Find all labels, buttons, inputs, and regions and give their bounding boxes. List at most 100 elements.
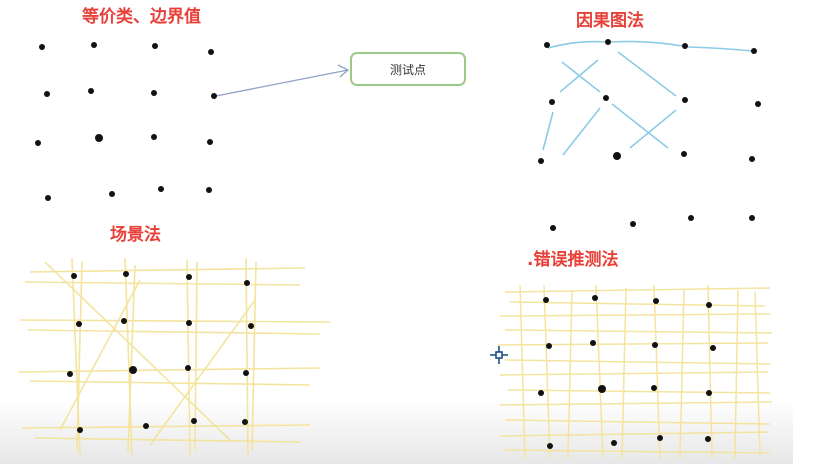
- error-guessing-dots: [538, 295, 716, 449]
- test-dot: [605, 39, 611, 45]
- section-title-error-guessing: .错误推测法: [527, 250, 619, 270]
- grid-line: [149, 299, 256, 446]
- test-dot: [129, 366, 137, 374]
- grid-line: [595, 284, 604, 459]
- test-dot: [143, 423, 149, 429]
- grid-line: [504, 329, 773, 334]
- grid-line: [499, 313, 771, 317]
- grid-line: [621, 287, 627, 459]
- test-dot: [538, 158, 544, 164]
- grid-line: [504, 419, 771, 425]
- test-dot: [630, 221, 636, 227]
- test-dot: [211, 93, 217, 99]
- test-dot: [755, 101, 761, 107]
- test-dot: [91, 42, 97, 48]
- test-dot: [751, 48, 757, 54]
- right-margin: [793, 0, 839, 464]
- test-dot: [35, 140, 41, 146]
- grid-line: [679, 289, 685, 459]
- test-dot: [710, 345, 716, 351]
- test-dot: [590, 340, 596, 346]
- test-dot: [550, 225, 556, 231]
- grid-line: [124, 257, 133, 456]
- test-dot: [613, 152, 621, 160]
- grid-line: [499, 371, 769, 376]
- cause-line: [559, 59, 599, 93]
- grid-line: [567, 289, 573, 459]
- grid-line: [497, 342, 769, 346]
- test-dot: [77, 427, 83, 433]
- test-dot: [76, 321, 82, 327]
- test-dot: [186, 320, 192, 326]
- cause-line: [561, 61, 601, 93]
- test-dot: [706, 302, 712, 308]
- test-dot: [44, 91, 50, 97]
- section-title-equivalence: 等价类、边界值: [82, 7, 201, 27]
- grid-line: [44, 261, 231, 441]
- test-dot: [121, 318, 127, 324]
- grid-line: [499, 431, 769, 437]
- grid-line: [499, 401, 773, 406]
- test-dot: [705, 436, 711, 442]
- test-dot: [208, 49, 214, 55]
- test-dot: [109, 191, 115, 197]
- grid-line: [754, 291, 761, 456]
- test-dot: [243, 370, 249, 376]
- equivalence-dots: [35, 42, 217, 201]
- test-dot: [67, 371, 73, 377]
- grid-line: [21, 424, 311, 429]
- test-dot: [544, 42, 550, 48]
- test-dot: [543, 297, 549, 303]
- grid-line: [127, 264, 136, 453]
- cause-effect-dots: [538, 39, 761, 231]
- grid-line: [519, 284, 526, 459]
- callout-arrow: [215, 64, 350, 97]
- test-dot: [651, 385, 657, 391]
- test-dot: [652, 342, 658, 348]
- cause-line: [617, 51, 677, 97]
- test-dot: [206, 187, 212, 193]
- test-point-callout: 测试点: [350, 52, 466, 86]
- scenario-grid: [17, 257, 331, 456]
- cause-effect-lines: [542, 40, 753, 156]
- test-dot: [749, 156, 755, 162]
- test-dot: [657, 435, 663, 441]
- test-dot: [546, 343, 552, 349]
- grid-line: [504, 359, 771, 365]
- test-dot: [611, 440, 617, 446]
- test-dot: [186, 274, 192, 280]
- section-title-cause-effect: 因果图法: [576, 11, 644, 31]
- grid-line: [707, 284, 713, 459]
- grid-line: [19, 319, 331, 323]
- grid-line: [17, 367, 321, 373]
- grid-line: [507, 389, 771, 394]
- test-dot: [39, 44, 45, 50]
- test-dot: [682, 97, 688, 103]
- grid-line: [27, 329, 321, 335]
- grid-line: [71, 257, 81, 456]
- test-dot: [95, 134, 103, 142]
- section-title-scenario: 场景法: [110, 225, 161, 245]
- test-dot: [207, 139, 213, 145]
- grid-line: [251, 261, 257, 451]
- test-dot: [71, 273, 77, 279]
- test-dot: [682, 43, 688, 49]
- grid-line: [504, 287, 771, 293]
- grid-line: [186, 259, 191, 456]
- test-dot: [151, 90, 157, 96]
- test-dot: [123, 271, 129, 277]
- test-dot: [538, 390, 544, 396]
- grid-line: [76, 261, 83, 451]
- test-dot: [688, 215, 694, 221]
- grid-line: [24, 281, 301, 286]
- grid-line: [59, 279, 141, 431]
- test-dot: [706, 390, 712, 396]
- test-dot: [749, 215, 755, 221]
- cause-line: [687, 46, 753, 52]
- grid-line: [504, 449, 771, 454]
- cause-line: [609, 40, 683, 47]
- cause-line: [542, 111, 554, 151]
- grid-line: [543, 284, 551, 459]
